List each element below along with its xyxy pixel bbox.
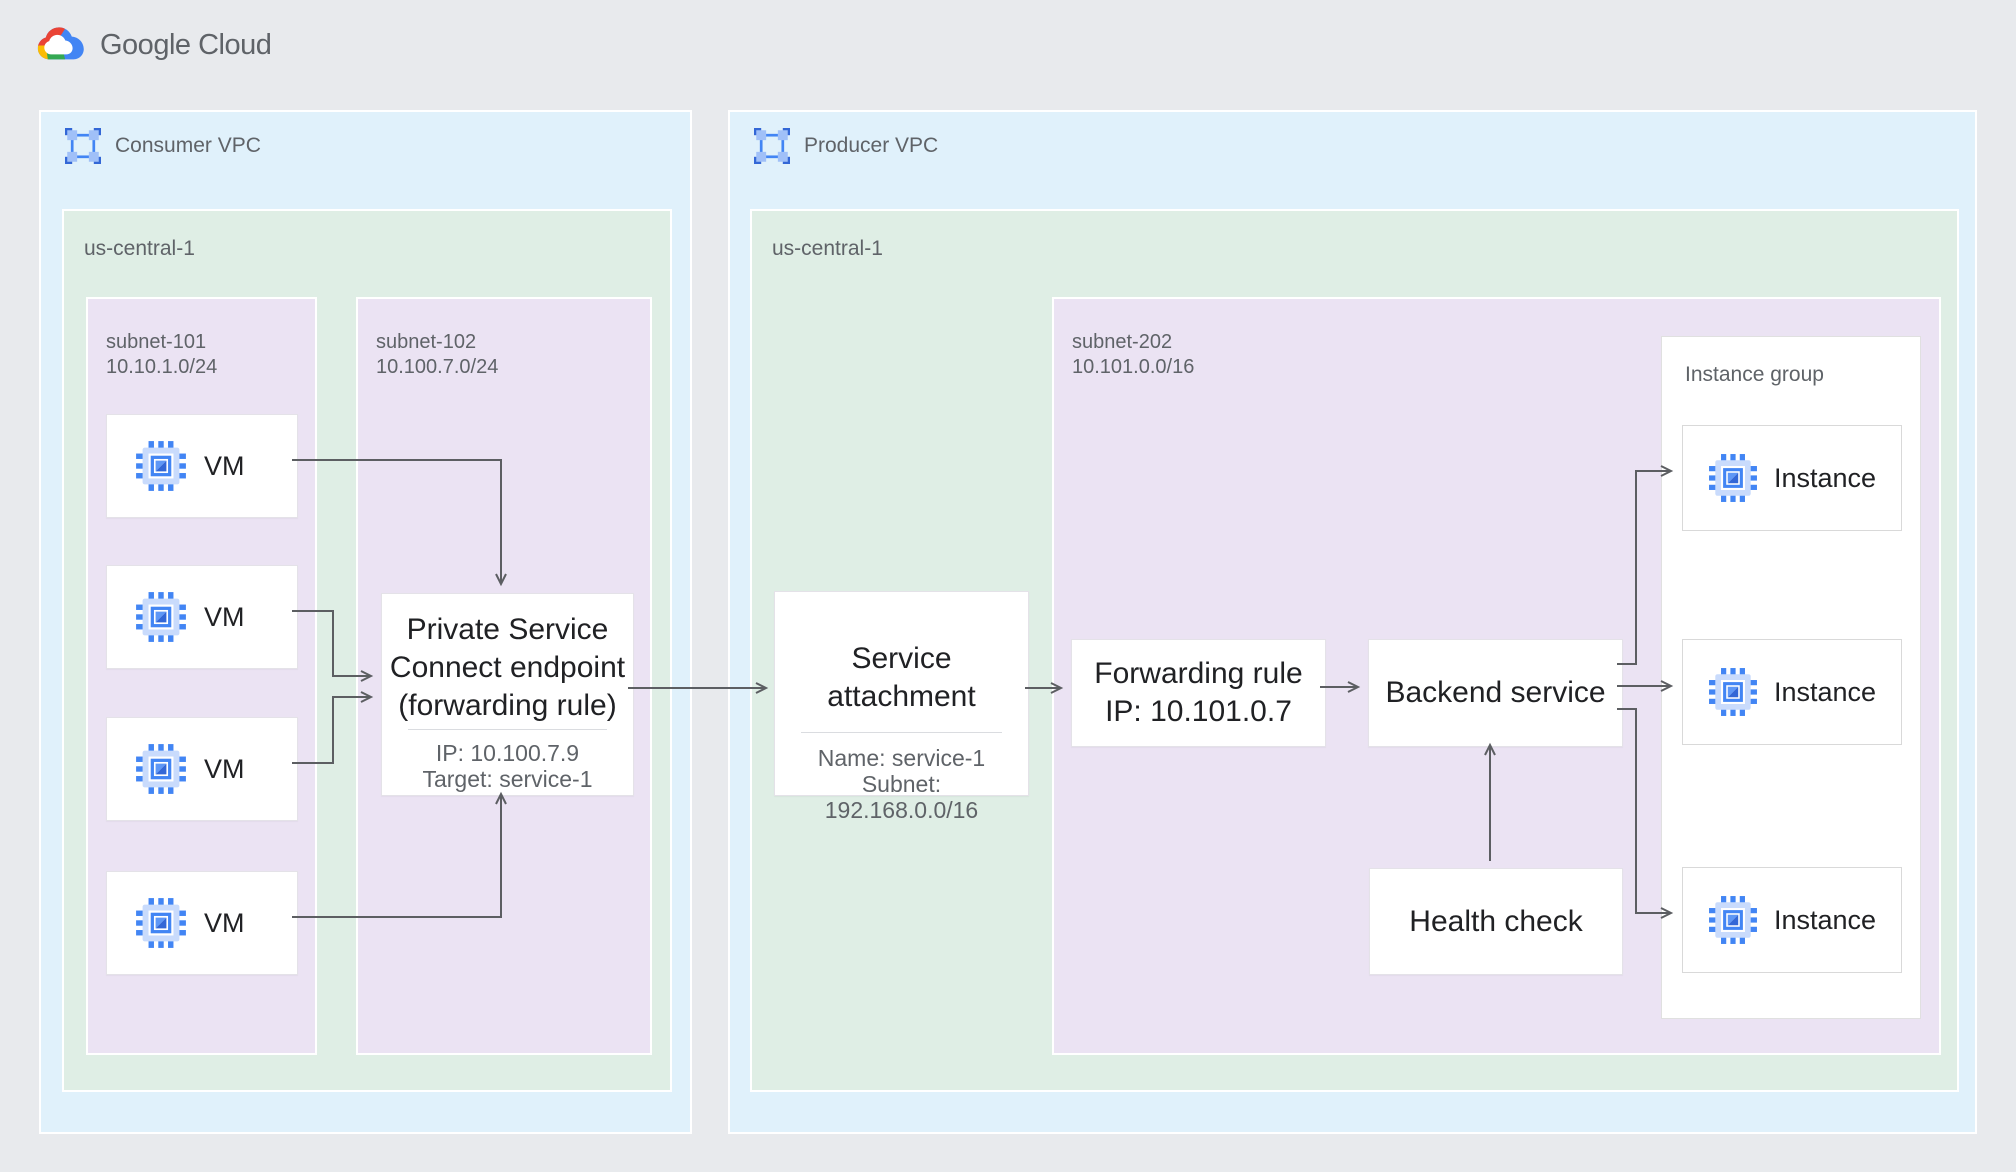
forwarding-rule-node: Forwarding rule IP: 10.101.0.7 [1071, 639, 1326, 747]
compute-vm-icon [135, 897, 187, 949]
compute-vm-icon [135, 440, 187, 492]
compute-vm-icon [135, 743, 187, 795]
vm-node-2: VM [106, 565, 298, 669]
psc-endpoint-title: Private Service Connect endpoint (forwar… [389, 613, 626, 722]
google-cloud-logo-icon [37, 27, 84, 60]
service-attachment-title: Service attachment [827, 642, 976, 713]
divider [408, 729, 607, 730]
compute-vm-icon [1708, 895, 1758, 945]
backend-service-node: Backend service [1368, 639, 1623, 747]
instance-group-container: Instance group Instance Instance Instanc… [1661, 336, 1921, 1019]
subnet-102: subnet-102 10.100.7.0/24 Private Service… [356, 297, 652, 1055]
subnet-202-label: subnet-202 10.101.0.0/16 [1072, 331, 1195, 378]
health-check-node: Health check [1369, 868, 1623, 975]
consumer-vpc-label: Consumer VPC [115, 134, 261, 157]
subnet-102-label: subnet-102 10.100.7.0/24 [376, 331, 499, 378]
vm-node-1: VM [106, 414, 298, 518]
vpc-network-icon [65, 128, 101, 164]
service-attachment-details: Name: service-1 Subnet: 192.168.0.0/16 [817, 745, 986, 823]
health-check-label: Health check [1409, 904, 1583, 938]
forwarding-rule-title: Forwarding rule IP: 10.101.0.7 [1094, 657, 1303, 728]
compute-vm-icon [135, 591, 187, 643]
instance-node-1: Instance [1682, 425, 1902, 531]
producer-region-label: us-central-1 [772, 237, 883, 260]
consumer-region: us-central-1 subnet-101 10.10.1.0/24 VM … [62, 209, 672, 1092]
compute-vm-icon [1708, 667, 1758, 717]
producer-vpc-container: Producer VPC us-central-1 Service attach… [728, 110, 1977, 1134]
instance-node-3: Instance [1682, 867, 1902, 973]
subnet-101: subnet-101 10.10.1.0/24 VM VM VM V [86, 297, 317, 1055]
producer-vpc-header: Producer VPC [754, 128, 938, 164]
instance-group-label: Instance group [1685, 363, 1824, 386]
backend-service-label: Backend service [1385, 676, 1606, 709]
psc-endpoint-details: IP: 10.100.7.9 Target: service-1 [422, 740, 593, 792]
google-cloud-logo: Google Cloud [36, 26, 272, 65]
vpc-network-icon [754, 128, 790, 164]
consumer-region-label: us-central-1 [84, 237, 195, 260]
producer-region: us-central-1 Service attachment Name: se… [750, 209, 1959, 1092]
subnet-202: subnet-202 10.101.0.0/16 Forwarding rule… [1052, 297, 1941, 1055]
logo-wordmark: Google Cloud [100, 29, 272, 61]
psc-endpoint-node: Private Service Connect endpoint (forwar… [381, 593, 634, 796]
vm-node-3: VM [106, 717, 298, 821]
divider [801, 732, 1002, 733]
instance-node-2: Instance [1682, 639, 1902, 745]
subnet-101-label: subnet-101 10.10.1.0/24 [106, 331, 218, 378]
vm-node-4: VM [106, 871, 298, 975]
consumer-vpc-header: Consumer VPC [65, 128, 261, 164]
compute-vm-icon [1708, 453, 1758, 503]
producer-vpc-label: Producer VPC [804, 134, 939, 157]
consumer-vpc-container: Consumer VPC us-central-1 subnet-101 10.… [39, 110, 692, 1134]
service-attachment-node: Service attachment Name: service-1 Subne… [774, 591, 1029, 823]
